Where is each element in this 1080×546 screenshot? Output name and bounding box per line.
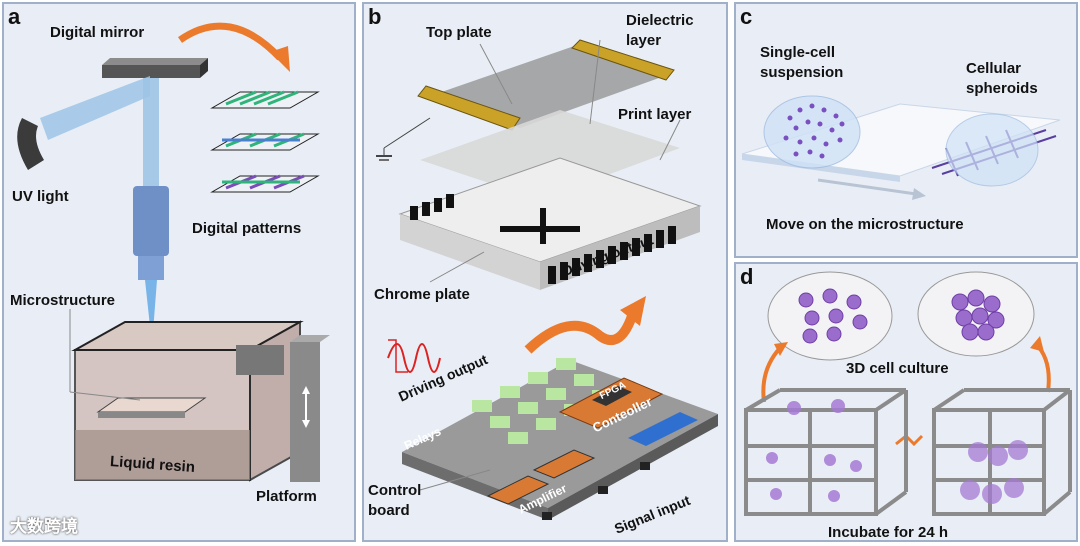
microstructure-label: Microstructure — [10, 292, 116, 309]
spheroid-droplet — [945, 113, 1039, 187]
platform-label: Platform — [256, 488, 317, 505]
pattern-arrow — [177, 22, 283, 61]
spheroids-label-line2: spheroids — [966, 80, 1038, 97]
culture-cells-left — [798, 288, 868, 344]
move-caption: Move on the microstructure — [766, 216, 964, 233]
panel-d-letter: d — [740, 264, 754, 289]
uv-light-label: UV light — [12, 188, 69, 205]
print-layer-label: Print layer — [618, 106, 692, 123]
scaffold-cube-left — [744, 388, 908, 516]
spheroids-label-line1: Cellular — [966, 60, 1022, 77]
platform — [236, 345, 284, 375]
panel-b-letter: b — [368, 4, 382, 29]
incubate-caption: Incubate for 24 h — [828, 524, 949, 541]
electrode-row — [410, 194, 676, 284]
signal-wave-icon — [387, 343, 441, 373]
control-board-label-line1: Control — [368, 482, 422, 499]
dielectric-bar-left — [417, 85, 521, 131]
top-plate-label: Top plate — [426, 24, 492, 41]
suspension-cells — [783, 103, 845, 159]
top-plate — [430, 44, 670, 128]
lens-tube — [133, 186, 169, 256]
vertical-beam — [143, 78, 159, 188]
panel-a-letter: a — [8, 4, 21, 29]
single-cell-label-line2: suspension — [760, 64, 844, 81]
dielectric-layer-label-line1: Dielectric — [626, 12, 694, 29]
control-board-label-line2: board — [368, 502, 410, 519]
amplifier-block-1 — [486, 475, 550, 505]
digital-mirror-label: Digital mirror — [50, 24, 145, 41]
chrome-plate-label: Chrome plate — [374, 286, 470, 303]
culture-arrow-left — [761, 346, 782, 403]
amplifier-block-2 — [532, 449, 596, 479]
panel-c-letter: c — [740, 4, 753, 29]
culture-label: 3D cell culture — [846, 360, 949, 377]
digital-patterns-label: Digital patterns — [192, 220, 302, 237]
digital-pattern-1 — [210, 90, 320, 109]
uv-beam — [40, 76, 150, 140]
cube-cells-right — [960, 440, 1028, 504]
dielectric-layer-label-line2: layer — [626, 32, 662, 49]
watermark: 大数跨境 — [10, 517, 78, 536]
incubate-arrow — [895, 433, 924, 447]
cube-cells-left — [766, 399, 862, 502]
move-arrow — [817, 178, 917, 196]
culture-spheroid-right — [951, 289, 1005, 341]
output-arrow — [524, 314, 637, 354]
print-layer — [420, 110, 680, 200]
digital-pattern-2 — [210, 132, 320, 151]
dielectric-bar-right — [571, 39, 675, 81]
digital-mirror — [102, 58, 208, 65]
single-cell-label-line1: Single-cell — [760, 44, 836, 61]
digital-pattern-3 — [210, 174, 320, 193]
signal-input-port — [598, 486, 608, 494]
bluetooth-module — [628, 412, 698, 446]
uv-light-icon — [17, 118, 44, 170]
panel-a-illustration — [17, 22, 330, 482]
